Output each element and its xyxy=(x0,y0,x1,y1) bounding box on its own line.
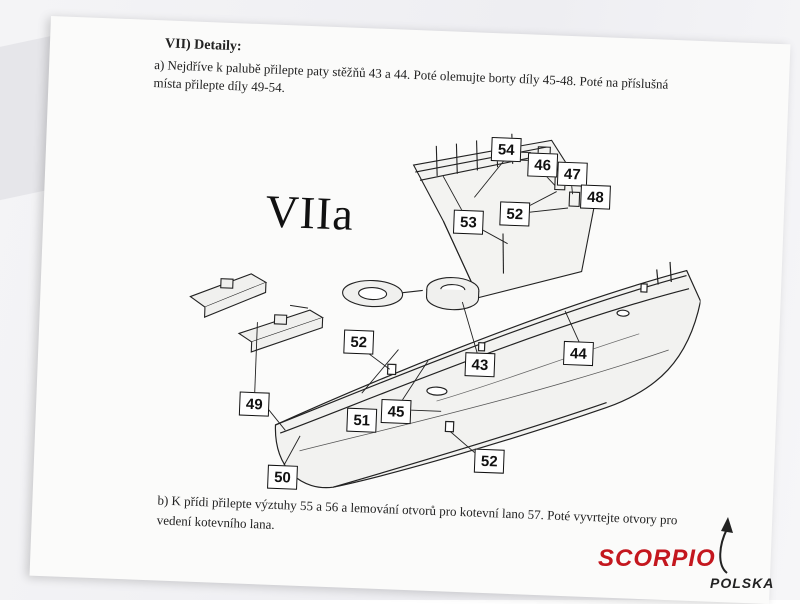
part-label-54: 54 xyxy=(490,137,522,163)
part-label-52-bottom: 52 xyxy=(473,448,505,474)
part-label-52-left: 52 xyxy=(343,329,375,355)
boat-hull xyxy=(274,261,702,489)
part-label-45: 45 xyxy=(380,398,412,425)
figure-title: VIIa xyxy=(264,185,355,240)
part-label-46: 46 xyxy=(527,152,559,178)
mast-rings xyxy=(342,277,480,311)
part-label-49: 49 xyxy=(238,391,270,417)
logo-sub-text: POLSKA xyxy=(710,575,775,591)
scorpion-tail-icon xyxy=(719,517,733,574)
part-label-44: 44 xyxy=(563,340,594,367)
part-label-47: 47 xyxy=(556,161,588,187)
section-heading: VII) Detaily: xyxy=(164,36,242,55)
reinforcement-parts xyxy=(189,273,324,353)
logo-brand-text: SCORPIO xyxy=(598,545,716,572)
part-label-52-top: 52 xyxy=(499,201,531,227)
part-label-48: 48 xyxy=(580,184,611,210)
part-label-51: 51 xyxy=(346,407,378,433)
part-label-50: 50 xyxy=(267,464,298,490)
instruction-page: VII) Detaily: a) Nejdříve k palubě přile… xyxy=(29,16,791,604)
part-label-53: 53 xyxy=(452,209,484,235)
part-label-43: 43 xyxy=(464,352,496,378)
assembly-diagram xyxy=(189,133,702,489)
scorpio-polska-logo: SCORPIO POLSKA xyxy=(598,515,798,595)
